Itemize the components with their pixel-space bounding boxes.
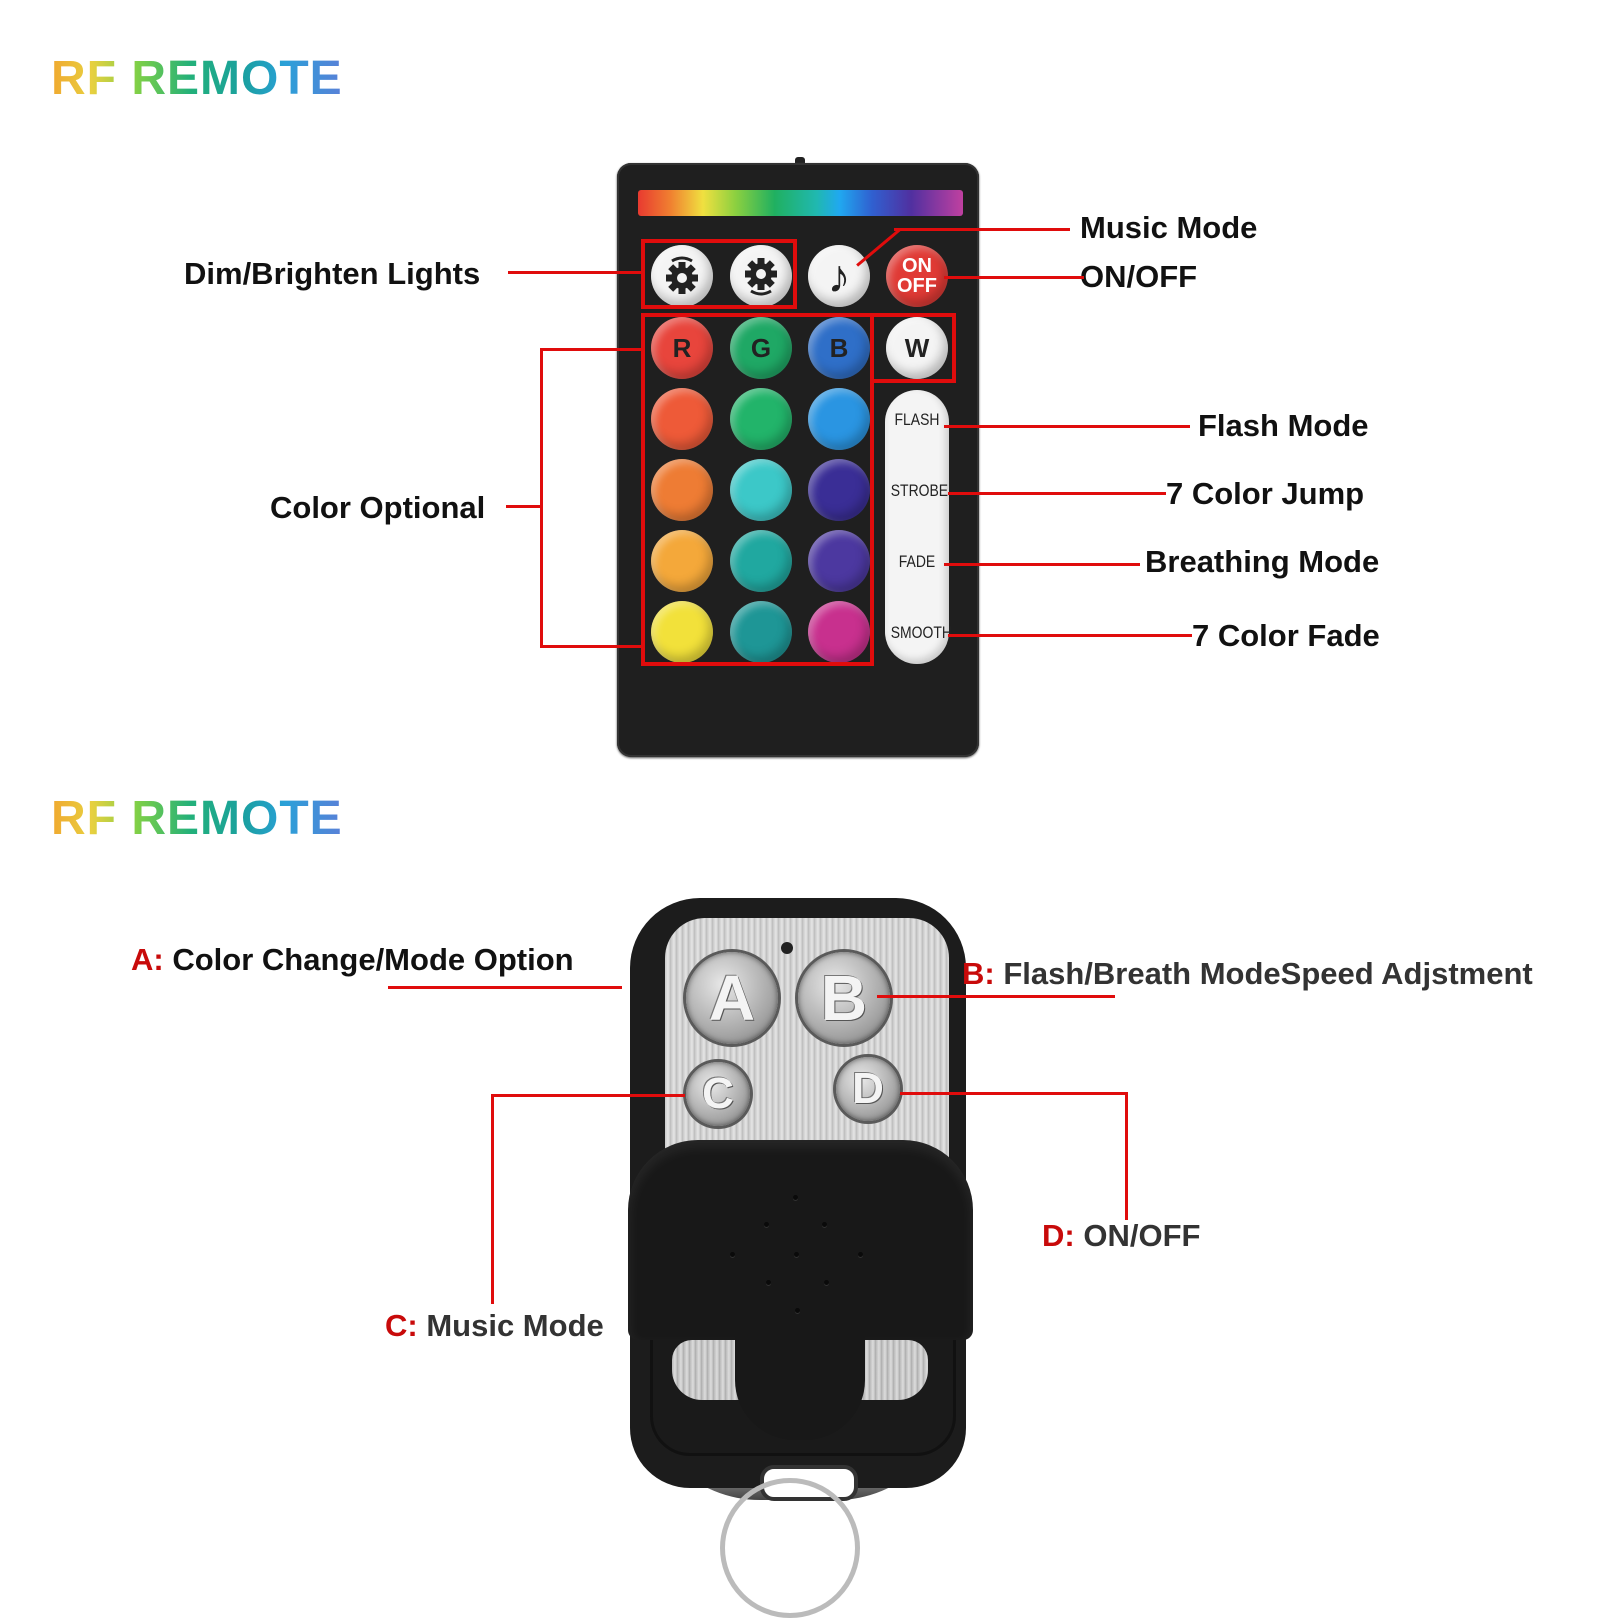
label-7-color-fade: 7 Color Fade: [1192, 618, 1380, 653]
label-7-color-jump: 7 Color Jump: [1166, 476, 1365, 511]
mode-button-strip: FLASH STROBE FADE SMOOTH: [885, 390, 952, 664]
blue-button[interactable]: B: [808, 317, 870, 379]
section-title-key-fob: RF REMOTE: [51, 792, 343, 845]
callout-line: [508, 271, 642, 274]
white-button[interactable]: W: [886, 317, 948, 379]
color-button[interactable]: [730, 601, 792, 663]
label-flash-mode: Flash Mode: [1198, 408, 1369, 443]
color-button[interactable]: [808, 530, 870, 592]
power-button[interactable]: ON OFF: [886, 245, 948, 307]
green-button-label: G: [750, 332, 772, 363]
label-breathing-mode: Breathing Mode: [1145, 544, 1380, 579]
label-c-key: C:: [385, 1308, 418, 1343]
color-button[interactable]: [730, 530, 792, 592]
color-button[interactable]: [651, 388, 713, 450]
fob-button-d[interactable]: D: [836, 1057, 900, 1121]
label-b: B: Flash/Breath ModeSpeed Adjstment: [962, 958, 1533, 989]
color-button[interactable]: [808, 459, 870, 521]
callout-line: [948, 634, 1192, 637]
callout-line: [491, 1094, 494, 1304]
fob-metal-window: [858, 1340, 928, 1400]
fob-cover-tongue: [735, 1330, 865, 1440]
rainbow-strip: [638, 190, 963, 216]
callout-line: [506, 505, 542, 508]
label-b-key: B:: [962, 956, 995, 991]
strobe-button[interactable]: STROBE: [890, 481, 949, 500]
fob-button-a[interactable]: A: [686, 952, 778, 1044]
brightness-down-icon: [745, 258, 777, 296]
color-button[interactable]: [808, 388, 870, 450]
red-button-label: R: [672, 332, 692, 363]
box-divider-line: [870, 379, 874, 666]
callout-line: [944, 276, 1084, 279]
callout-line: [894, 228, 1070, 231]
fob-button-c-label: C: [702, 1069, 734, 1118]
callout-line: [900, 1092, 1128, 1095]
label-d-key: D:: [1042, 1218, 1075, 1253]
remote-top-nub: [795, 157, 805, 165]
fob-button-b-label: B: [820, 962, 868, 1034]
music-note-icon: ♪: [827, 250, 851, 302]
label-a: A: Color Change/Mode Option: [131, 944, 574, 975]
brightness-highlight-box: [641, 239, 797, 309]
color-button[interactable]: [730, 459, 792, 521]
brightness-down-button[interactable]: [730, 245, 792, 307]
callout-line: [944, 425, 1190, 428]
fob-metal-window: [672, 1340, 742, 1400]
color-button[interactable]: [651, 459, 713, 521]
box-divider-line: [870, 379, 956, 383]
color-grid-highlight-box: [641, 313, 874, 666]
brightness-up-icon: [666, 256, 698, 294]
power-off-text: OFF: [897, 275, 937, 297]
label-d-text: ON/OFF: [1083, 1218, 1201, 1253]
brightness-up-button[interactable]: [651, 245, 713, 307]
callout-line: [944, 563, 1140, 566]
callout-line: [491, 1094, 685, 1097]
fob-metal-plate: [665, 918, 949, 1168]
smooth-button[interactable]: SMOOTH: [890, 623, 952, 642]
color-button[interactable]: [730, 388, 792, 450]
section-title-ir-remote: RF REMOTE: [51, 52, 343, 105]
fob-button-a-label: A: [708, 962, 756, 1034]
music-mode-button[interactable]: ♪: [808, 245, 870, 307]
fob-slide-cover: [628, 1140, 973, 1340]
label-a-text: Color Change/Mode Option: [172, 942, 574, 977]
label-color-optional: Color Optional: [270, 490, 486, 525]
red-button[interactable]: R: [651, 317, 713, 379]
color-bracket: [540, 348, 644, 648]
fob-button-d-label: D: [852, 1064, 884, 1113]
blue-button-label: B: [829, 332, 849, 363]
color-button[interactable]: [808, 601, 870, 663]
label-on-off: ON/OFF: [1080, 259, 1198, 294]
color-button[interactable]: [651, 601, 713, 663]
callout-line: [948, 492, 1166, 495]
label-b-text: Flash/Breath ModeSpeed Adjstment: [1003, 956, 1533, 991]
power-on-text: ON: [902, 255, 932, 277]
keyring: [720, 1478, 860, 1618]
fob-button-b[interactable]: B: [798, 952, 890, 1044]
color-button[interactable]: [651, 530, 713, 592]
callout-line: [1125, 1092, 1128, 1220]
fade-button[interactable]: FADE: [898, 552, 936, 571]
label-a-key: A:: [131, 942, 164, 977]
white-button-label: W: [904, 332, 930, 363]
led-indicator: [781, 942, 793, 954]
callout-line: [388, 986, 622, 989]
label-c: C: Music Mode: [385, 1310, 604, 1341]
label-music-mode: Music Mode: [1080, 210, 1258, 245]
fob-button-c[interactable]: C: [686, 1062, 750, 1126]
flash-button[interactable]: FLASH: [894, 410, 940, 429]
w-highlight-box: [870, 313, 956, 383]
label-dim-brighten: Dim/Brighten Lights: [184, 256, 481, 291]
callout-line: [877, 995, 1115, 998]
label-d: D: ON/OFF: [1042, 1220, 1200, 1251]
label-c-text: Music Mode: [426, 1308, 604, 1343]
green-button[interactable]: G: [730, 317, 792, 379]
